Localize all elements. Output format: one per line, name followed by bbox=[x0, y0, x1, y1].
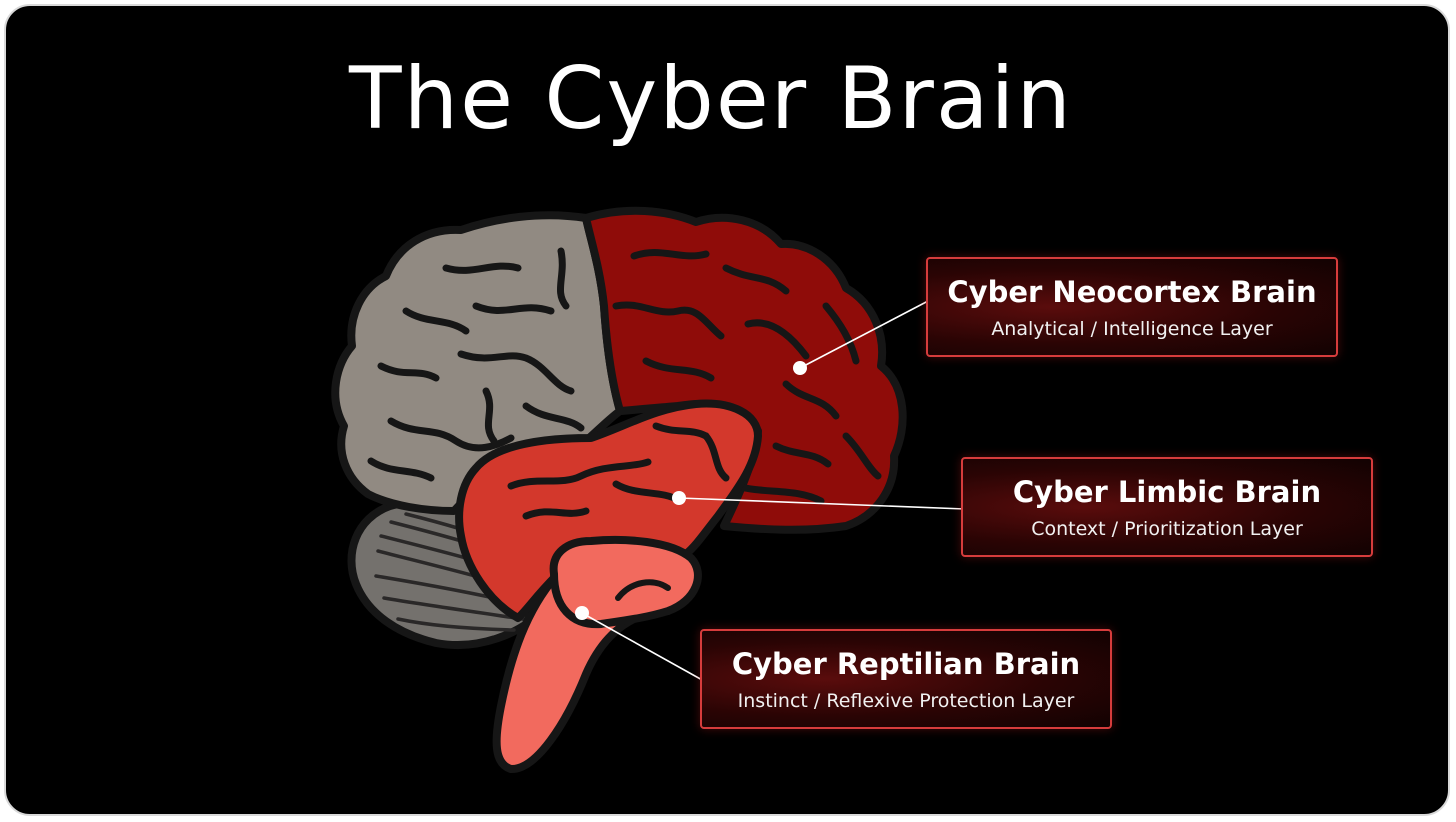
diagram-frame: The Cyber Brain bbox=[4, 4, 1450, 816]
reptilian-marker-dot bbox=[575, 606, 589, 620]
reptilian-label-title: Cyber Reptilian Brain bbox=[702, 649, 1110, 681]
neocortex-label-subtitle: Analytical / Intelligence Layer bbox=[928, 318, 1336, 341]
limbic-label-subtitle: Context / Prioritization Layer bbox=[963, 518, 1371, 541]
limbic-marker-dot bbox=[672, 491, 686, 505]
neocortex-marker-dot bbox=[793, 361, 807, 375]
neocortex-label-title: Cyber Neocortex Brain bbox=[928, 277, 1336, 309]
limbic-label-title: Cyber Limbic Brain bbox=[963, 477, 1371, 509]
limbic-label-box: Cyber Limbic Brain Context / Prioritizat… bbox=[961, 457, 1373, 557]
neocortex-label-box: Cyber Neocortex Brain Analytical / Intel… bbox=[926, 257, 1338, 357]
reptilian-label-box: Cyber Reptilian Brain Instinct / Reflexi… bbox=[700, 629, 1112, 729]
reptilian-label-subtitle: Instinct / Reflexive Protection Layer bbox=[702, 690, 1110, 713]
